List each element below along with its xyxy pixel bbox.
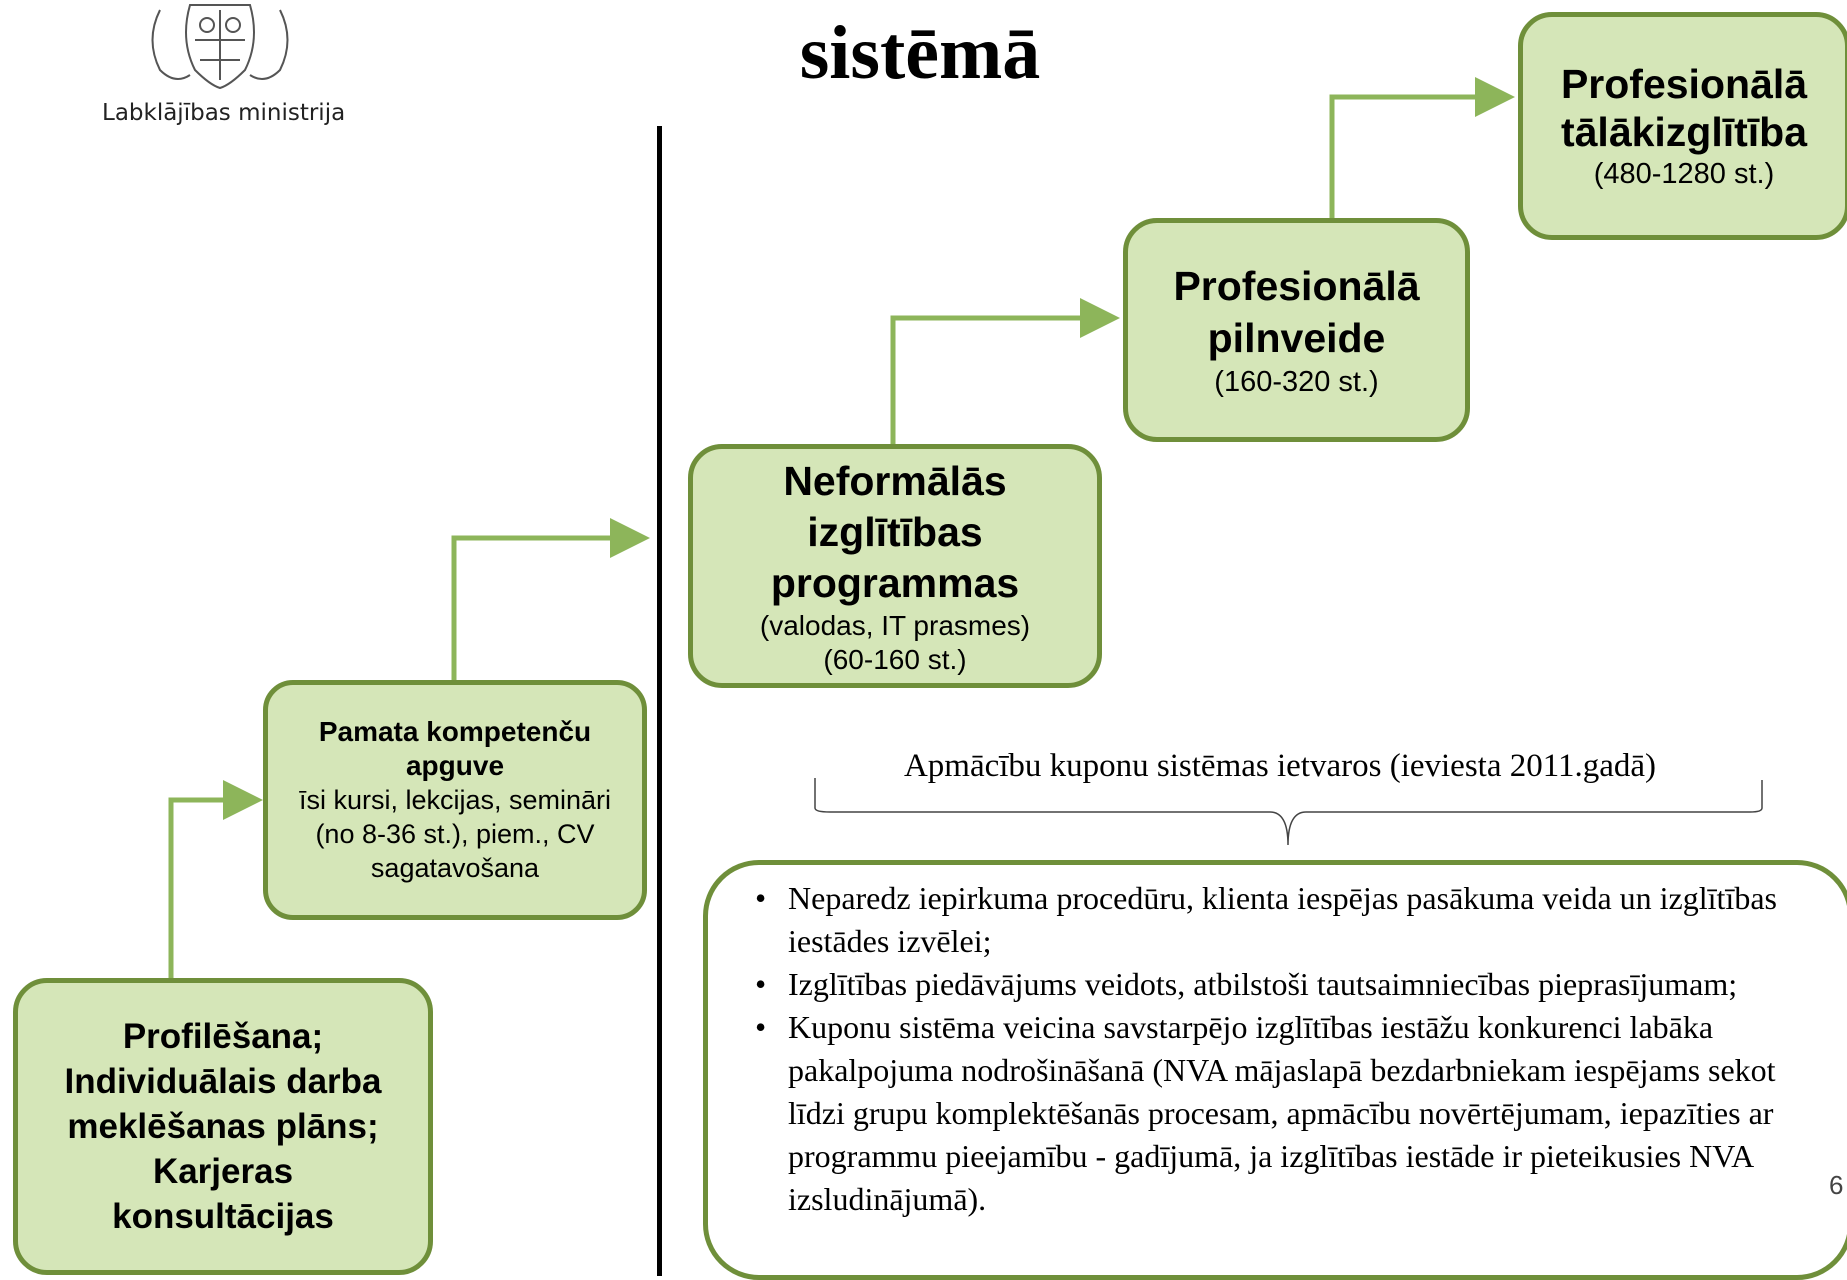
- arrow-profilesana-to-pamata: [168, 780, 263, 980]
- box-description: īsi kursi, lekcijas, semināri (no 8-36 s…: [298, 785, 612, 883]
- box-title-line: tālākizglītība: [1560, 109, 1808, 155]
- bracket-label: Apmācību kuponu sistēmas ietvaros (ievie…: [903, 748, 1657, 784]
- box-line: meklēšanas plāns;: [67, 1107, 379, 1146]
- vertical-divider: [657, 126, 662, 1276]
- box-hours: (160-320 st.): [1214, 366, 1379, 398]
- box-title-line: pilnveide: [1207, 315, 1386, 361]
- box-line: Karjeras: [152, 1152, 294, 1191]
- box-line: Profilēšana;: [122, 1017, 324, 1056]
- list-item: Kuponu sistēma veicina savstarpējo izglī…: [755, 1006, 1828, 1221]
- list-item: Neparedz iepirkuma procedūru, klienta ie…: [755, 877, 1828, 963]
- box-hours: (480-1280 st.): [1593, 158, 1775, 190]
- ministry-name: Labklājības ministrija: [102, 100, 346, 126]
- box-hours: (60-160 st.): [823, 643, 967, 675]
- arrow-pilnveide-to-talakizglitiba: [1329, 77, 1515, 218]
- box-pamata-kompetencu-apguve: Pamata kompetenču apguve īsi kursi, lekc…: [263, 680, 647, 920]
- box-title: Neformālās izglītības programmas: [770, 457, 1020, 606]
- info-box: Neparedz iepirkuma procedūru, klienta ie…: [703, 860, 1847, 1280]
- box-neformalas-izglitibas: Neformālās izglītības programmas (valoda…: [688, 444, 1102, 688]
- box-subtitle: (valodas, IT prasmes): [759, 609, 1031, 641]
- slide-title: sistēmā: [799, 11, 1041, 95]
- box-title-line: Profesionālā: [1173, 263, 1420, 309]
- box-profesionala-pilnveide: Profesionālā pilnveide (160-320 st.): [1123, 218, 1470, 442]
- box-profesionala-talakizglitiba: Profesionālā tālākizglītība (480-1280 st…: [1518, 12, 1847, 240]
- coat-of-arms-logo: [151, 4, 289, 90]
- arrow-pamata-to-neformalas: [451, 518, 650, 680]
- box-line: konsultācijas: [112, 1197, 334, 1236]
- page-number: 6: [1829, 1170, 1844, 1200]
- arrow-neformalas-to-pilnveide: [890, 298, 1120, 444]
- list-item: Izglītības piedāvājums veidots, atbilsto…: [755, 963, 1828, 1006]
- box-profilesana: Profilēšana; Individuālais darba meklēša…: [13, 978, 433, 1275]
- bullet-list: Neparedz iepirkuma procedūru, klienta ie…: [738, 877, 1828, 1221]
- box-line: Individuālais darba: [64, 1062, 382, 1101]
- curly-bracket: [814, 778, 1763, 846]
- box-title: Pamata kompetenču apguve: [318, 716, 592, 781]
- box-title-line: Profesionālā: [1560, 61, 1808, 107]
